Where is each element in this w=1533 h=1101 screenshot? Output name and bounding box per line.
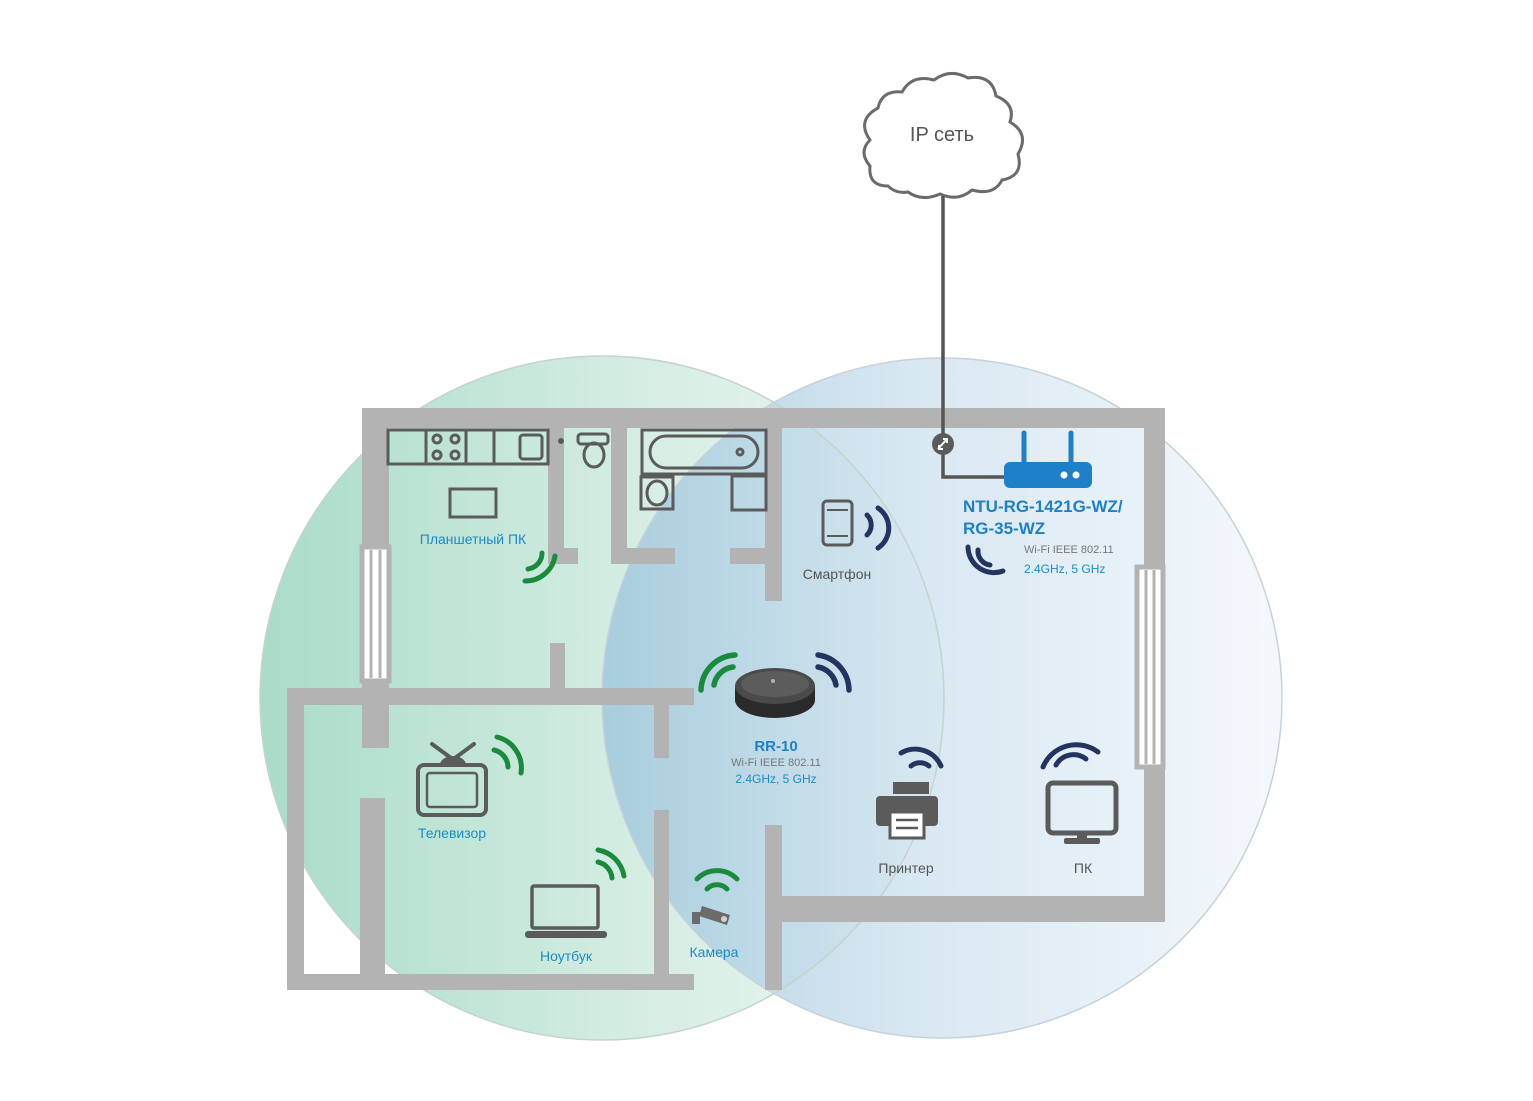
tablet-label: Планшетный ПК — [420, 531, 527, 547]
laptop-label: Ноутбук — [540, 948, 593, 964]
printer-label: Принтер — [878, 860, 933, 876]
kitchen-furniture — [386, 428, 550, 519]
repeater-coverage-outline — [259, 355, 945, 1041]
laptop-signal-icon — [595, 847, 627, 881]
socket-arrows — [937, 438, 948, 450]
camera-label: Камера — [690, 944, 739, 960]
router-model-line1: NTU-RG-1421G-WZ/ — [963, 497, 1123, 516]
smartphone-icon — [821, 499, 854, 547]
repeater-model: RR-10 — [754, 738, 797, 755]
smartphone-signal-icon — [864, 505, 892, 551]
cloud-icon — [862, 72, 1024, 199]
window-right — [1134, 564, 1166, 770]
sink-icon — [639, 475, 675, 511]
pc-signal-icon — [1040, 742, 1101, 770]
laptop-icon — [525, 884, 607, 938]
tv-antenna-base — [440, 756, 466, 765]
tablet-signal-icon — [522, 550, 558, 584]
repeater-green-signal-icon — [698, 652, 738, 693]
camera-icon — [692, 906, 730, 925]
router-bands: 2.4GHz, 5 GHz — [1024, 562, 1105, 576]
cloud-label: IP сеть — [910, 124, 974, 146]
repeater-device-icon — [735, 668, 815, 718]
printer-signal-icon — [898, 746, 944, 769]
window-left — [359, 544, 392, 684]
network-cable — [941, 196, 1012, 479]
bathroom-cabinet — [730, 474, 768, 512]
printer-icon — [876, 782, 938, 840]
router-wifi-standard: Wi-Fi IEEE 802.11 — [1024, 544, 1114, 556]
tv-signal-icon — [491, 734, 524, 776]
router-icon — [1004, 430, 1092, 488]
pipe-dot — [558, 438, 564, 444]
smartphone-label: Смартфон — [803, 566, 871, 582]
pc-monitor-icon — [1045, 780, 1119, 844]
repeater-bands: 2.4GHz, 5 GHz — [735, 772, 816, 786]
repeater-navy-signal-icon — [815, 652, 852, 693]
camera-signal-icon — [694, 868, 740, 892]
bathtub-icon — [640, 428, 768, 476]
router-model-line2: RG-35-WZ — [963, 519, 1045, 538]
pc-label: ПК — [1074, 860, 1093, 876]
floor-plan-walls — [287, 408, 1165, 990]
tv-label: Телевизор — [418, 825, 486, 841]
toilet-icon — [576, 432, 610, 469]
repeater-wifi-standard: Wi-Fi IEEE 802.11 — [731, 757, 821, 769]
router-wifi-signal-icon — [965, 544, 1006, 576]
